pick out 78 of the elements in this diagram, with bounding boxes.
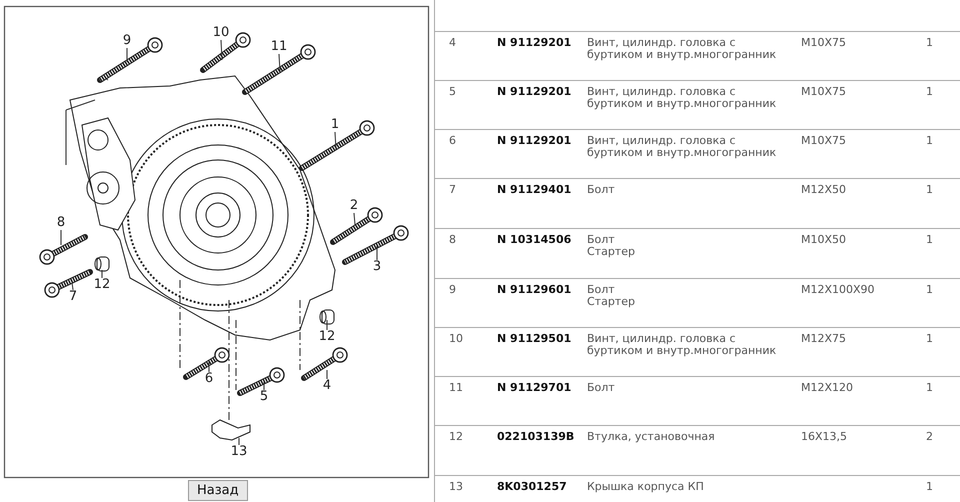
callout-number: 6 (200, 372, 218, 386)
callout-number: 5 (255, 390, 273, 404)
part-description: Крышка корпуса КП (587, 481, 705, 493)
quantity-value: 1 (926, 284, 933, 296)
size-value: 16X13,5 (801, 431, 848, 443)
part-description: Втулка, установочная (587, 431, 716, 443)
callout-number: 1 (326, 118, 344, 132)
size-value: M10X75 (801, 86, 846, 98)
callout-number: 12 (318, 330, 336, 344)
leader-line (208, 362, 210, 372)
callout-number: 13 (230, 445, 248, 459)
item-number: 4 (449, 37, 456, 49)
quantity-value: 1 (926, 481, 933, 493)
leader-line (334, 132, 336, 150)
size-value: M12X50 (801, 184, 846, 196)
leader-line (72, 282, 74, 290)
item-number: 11 (449, 382, 463, 394)
part-description: Болт (587, 184, 616, 196)
callout-number: 3 (368, 260, 386, 274)
item-number: 7 (449, 184, 456, 196)
back-button: Назад (188, 480, 248, 501)
item-number: 8 (449, 234, 456, 246)
part-number: N 91129601 (497, 284, 572, 296)
callout-number: 8 (52, 216, 70, 230)
part-description: Винт, цилиндр. головка с буртиком и внутр.многогранник (587, 37, 778, 61)
callout-number: 11 (270, 40, 288, 54)
part-description: Винт, цилиндр. головка с буртиком и внутр.многогранник (587, 333, 778, 357)
leader-line (354, 212, 356, 226)
part-number: N 91129701 (497, 382, 572, 394)
leader-line (60, 230, 62, 246)
callout-number: 10 (212, 26, 230, 40)
part-description: Винт, цилиндр. головка с буртиком и внутр.многогранник (587, 86, 778, 110)
part-number: N 91129201 (497, 135, 572, 147)
callout-number: 2 (345, 199, 363, 213)
quantity-value: 2 (926, 431, 933, 443)
item-number: 5 (449, 86, 456, 98)
part-description: Стартер (587, 246, 636, 258)
leader-line (326, 370, 328, 380)
quantity-value: 1 (926, 234, 933, 246)
item-number: 6 (449, 135, 456, 147)
item-number: 13 (449, 481, 463, 493)
quantity-value: 1 (926, 382, 933, 394)
part-description: Стартер (587, 296, 636, 308)
part-number: N 91129201 (497, 37, 572, 49)
part-number: N 91129401 (497, 184, 572, 196)
quantity-value: 1 (926, 37, 933, 49)
item-number: 10 (449, 333, 463, 345)
part-number: N 91129201 (497, 86, 572, 98)
quantity-value: 1 (926, 86, 933, 98)
callout-number: 4 (318, 379, 336, 393)
part-number: 022103139B (497, 431, 574, 443)
part-number: N 91129501 (497, 333, 572, 345)
part-description: Болт (587, 234, 616, 246)
part-number: N 10314506 (497, 234, 572, 246)
leader-line (238, 438, 240, 446)
part-description: Болт (587, 382, 616, 394)
size-value: M12X75 (801, 333, 846, 345)
size-value: M10X75 (801, 135, 846, 147)
quantity-value: 1 (926, 184, 933, 196)
part-description: Болт (587, 284, 616, 296)
leader-line (126, 48, 128, 62)
size-value: M12X120 (801, 382, 854, 394)
quantity-value: 1 (926, 333, 933, 345)
quantity-value: 1 (926, 135, 933, 147)
leader-line (220, 40, 222, 60)
item-number: 12 (449, 431, 463, 443)
callout-number: 9 (118, 34, 136, 48)
callout-number: 12 (93, 278, 111, 292)
part-description: Винт, цилиндр. головка с буртиком и внутр.многогранник (587, 135, 778, 159)
size-value: M10X75 (801, 37, 846, 49)
size-value: M12X100X90 (801, 284, 875, 296)
item-number: 9 (449, 284, 456, 296)
leader-line (376, 246, 378, 260)
size-value: M10X50 (801, 234, 846, 246)
leader-line (278, 54, 280, 72)
part-number: 8K0301257 (497, 481, 567, 493)
leader-line (326, 320, 328, 330)
callout-number: 7 (64, 290, 82, 304)
